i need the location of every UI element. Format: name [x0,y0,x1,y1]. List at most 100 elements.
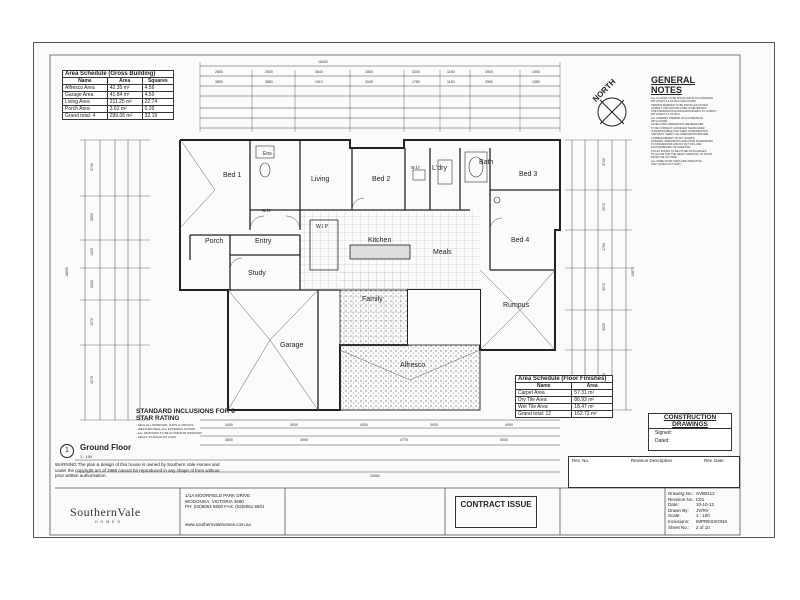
dim-top: 3640 [315,70,323,74]
cell: 86.93 m² [571,396,613,404]
table-row: Wet Tile Area 18.47 m² [514,403,613,411]
room-label-kitchen: Kitchen [368,237,392,244]
general-note-line: TO ALLOW FOR THE READY REMOVAL OF DOOR [651,153,712,157]
general-note-line: LEVELS AND DIMENSIONS ARE BELIEVED [651,123,704,127]
dim-left: 1420 [89,248,94,256]
area-schedule-gross-title: Area Schedule (Gross Building) [62,70,174,77]
drawing-info-label: Scale: [668,513,681,519]
company-address: 1/1A MOORFIELD PARK DRIVE WODONGA, VICTO… [185,493,265,510]
cell: Grand total: 12 [514,410,573,418]
room-label-ens: Ens [263,151,272,157]
general-note-line: TERMITE BARRIER TO BE INSTALLED AS PER [651,103,708,107]
view-number: 1 [60,444,74,458]
cell: 22.74 [141,98,175,106]
room-label-study: Study [248,270,266,277]
general-note-line: AS3660.1 AND NOTICE FIXED IN METER BOX [651,106,707,110]
dated-label: Dated: [655,438,670,444]
drawing-info-row: Sheet No.:2 of 10 [668,525,738,531]
table-row: Living Area 211.25 m² 22.74 [62,98,175,106]
general-note-line: ALL SOME DOOR SIZES ARE INDICATIVE [651,159,702,163]
drawing-info-value: 1 : 100 [696,513,710,519]
general-note-line: ALL FRAMING TIMBERS IN ACCORDANCE [651,116,703,120]
dim-bottom: 4000 [360,423,368,427]
dim-top: 1150 [447,70,455,74]
dim-top: 1150 [447,80,455,84]
list-item: - WEATHER SEAL ALL EXTERNAL DOORS [136,427,196,431]
drawing-info-value: JV/RV [696,507,709,513]
dim-top: 1550 [532,70,540,74]
dim-bottom: 3600 [225,438,233,442]
general-notes-list: ALL GLAZING TO BE INSTALLED IN ACCORDANC… [651,97,725,166]
drawing-info-label: Date: [668,502,679,508]
list-item: - SEALS TO EXHAUST FANS [136,435,177,439]
dim-bottom: 4775 [400,438,408,442]
cell: Wet Tile Area [514,403,573,411]
view-title: Ground Floor [80,443,132,452]
room-label-wip: W.I.P [316,224,328,230]
cell: 299.06 m² [106,112,143,120]
dim-top: 3980 [485,80,493,84]
general-note-line: TOILET DOORS TO BE FITTED WITH HINGES [651,149,707,153]
general-note-line: PLASTERBOARD OR SHEETING [651,146,691,150]
dim-left: 2850 [89,213,94,221]
standard-inclusions-title: STANDARD INCLUSIONS FOR 6 STAR RATING [136,408,235,422]
drawing-info-row: Scale: 1 : 100 [668,513,738,519]
room-label-alfresco: Alfresco [400,362,426,369]
dim-top: 2850 [215,70,223,74]
general-note-line: WITH PART 3.1 OF BCA [651,113,680,117]
rev-no-header: Rev. No. [572,458,590,463]
table-row: Grand total: 4 299.06 m² 32.19 [62,112,175,120]
cell: 162.72 m² [571,410,613,418]
dim-overall-height-right: 19870 [630,267,635,277]
dim-bottom: 5000 [500,438,508,442]
room-label-wir-2: w.i.r [262,208,271,214]
address-line2: WODONGA, VICTORIA 3690 [185,498,244,504]
drawing-info-value: SVB8112 [696,491,715,496]
dim-right: 3070 [601,283,606,291]
general-note-line: ALL GLAZING TO BE INSTALLED IN ACCORDANC… [651,97,714,100]
dim-overall-width-bottom: 23950 [370,474,380,478]
room-label-meals: Meals [433,249,452,256]
table-row: Carpet Area 57.31 m² [514,389,613,397]
dim-top: 3900 [485,70,493,74]
table-row: Garage Area 41.84 m² 4.50 [62,91,175,99]
drawing-info-value: C01 [696,496,705,502]
dim-left: 4270 [89,376,94,384]
general-notes: GENERAL NOTES ALL GLAZING TO BE INSTALLE… [651,75,725,166]
dim-top: 3045 [365,80,373,84]
drawing-info-label: Inclusions: [668,518,690,524]
room-label-garage: Garage [280,342,304,349]
general-note-line: FROM THE OUTSIDE [651,156,677,160]
room-label-family: Family [362,296,383,303]
drawing-info-label: Revision No.: [668,496,695,502]
company-phone: PH: (02)6061 5600 FAX: (02)6061 5601 [185,504,265,509]
table-row: Alfresco Area 42.35 m² 4.56 [62,84,175,92]
dim-bottom: 4900 [505,423,513,427]
standard-inclusions-list: - SEAL ALL WINDOWS, GAPS & CRACKS - WEAT… [136,423,236,439]
rev-date-header: Rev. Date [704,458,724,463]
cell: Alfresco Area [62,84,108,92]
room-label-ldry: L'dry [432,165,447,172]
dim-overall-width: 16400 [318,60,328,64]
dim-top: 3300 [412,70,420,74]
area-schedule-finishes-table: Area Schedule (Floor Finishes) Name Area… [514,375,613,418]
drawing-info-value: 2 of 10 [696,524,710,530]
table-row: Dry Tile Area 86.93 m² [514,396,613,404]
dim-top: 1350 [532,80,540,84]
company-website: www.southernvalehomes.com.au [185,522,252,527]
cell: 4.50 [141,91,175,99]
view-scale: 1 : 100 [80,454,93,459]
room-label-bed3: Bed 3 [519,171,538,178]
cell: Living Area [62,98,108,106]
dim-bottom: 3930 [290,423,298,427]
drawing-info-row: Inclusions:IMPRESSIONS [668,519,738,525]
cell: 211.25 m² [106,98,143,106]
dim-right: 2070 [601,203,606,211]
table-row: Porch Area 3.62 m² 0.39 [62,105,175,113]
cell: 0.39 [141,105,175,113]
cell: 42.35 m² [106,84,143,92]
construction-drawings-title: CONSTRUCTION DRAWINGS [649,414,731,429]
general-note-line: IS RESPONSIBLE FOR THEIR CONFIRMATION [651,129,708,133]
